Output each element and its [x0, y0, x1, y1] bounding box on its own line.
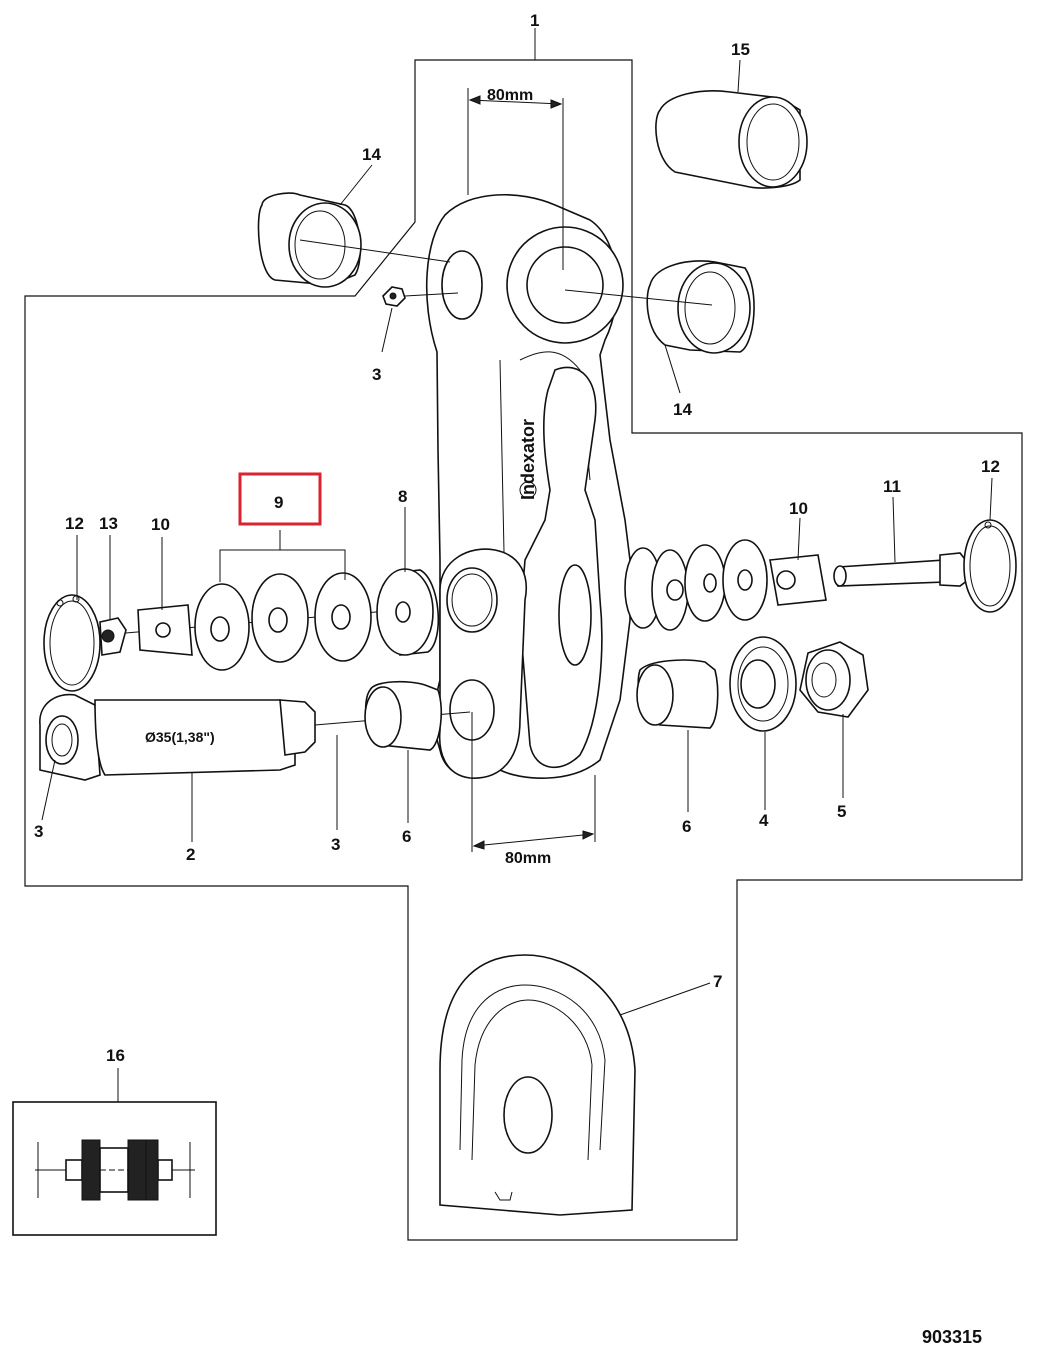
snap-ring-right [963, 519, 1017, 613]
callout-6-right: 6 [682, 817, 691, 836]
lock-plate-right [769, 554, 827, 606]
callout-12-right: 12 [981, 457, 1000, 476]
pin-11 [833, 552, 969, 587]
dimension-top-label: 80mm [487, 87, 533, 104]
callout-labels: 1 15 14 3 14 12 11 10 8 9 12 13 10 3 2 3… [34, 11, 1000, 1065]
assembly-boundary [24, 59, 1023, 1241]
dimension-bottom-label: 80mm [505, 850, 551, 867]
callout-12-left: 12 [65, 514, 84, 533]
callout-10-left: 10 [151, 515, 170, 534]
detail-16 [12, 1101, 217, 1236]
callout-11: 11 [883, 477, 901, 496]
callout-14-right: 14 [673, 400, 692, 419]
callout-4: 4 [759, 811, 769, 830]
leader-lines [41, 28, 993, 1102]
bushing-6-right [636, 659, 719, 729]
snap-ring-left [43, 594, 101, 692]
dimension-top [467, 88, 564, 270]
highlight-box-9 [238, 472, 322, 526]
callout-1: 1 [530, 11, 539, 30]
lock-plate-left [137, 604, 193, 656]
callout-8: 8 [398, 487, 407, 506]
bushing-6-left [364, 680, 443, 751]
washer-stack-right [624, 539, 768, 631]
bushing-15 [655, 90, 808, 189]
bushing-14-left [257, 192, 451, 288]
callout-6-left: 6 [402, 827, 411, 846]
drawing-number: 903315 [922, 1327, 982, 1347]
nut-5 [799, 641, 869, 718]
bracket-7 [439, 954, 636, 1216]
seal-ring-4 [729, 636, 797, 732]
shaft-2: Ø35(1,38") [39, 693, 471, 781]
callout-3-left: 3 [34, 822, 43, 841]
callout-3-mid: 3 [331, 835, 340, 854]
callout-10-right: 10 [789, 499, 808, 518]
callout-2: 2 [186, 845, 195, 864]
callout-14-top: 14 [362, 145, 381, 164]
callout-3-top: 3 [372, 365, 381, 384]
shaft-diameter-label: Ø35(1,38") [145, 729, 215, 745]
brand-text: Indexator [518, 419, 538, 500]
dimension-bottom [471, 712, 596, 852]
grease-nipple-top [382, 286, 459, 307]
callout-15: 15 [731, 40, 750, 59]
callout-7: 7 [713, 972, 722, 991]
washer-stack-9 [194, 572, 372, 671]
callout-9: 9 [274, 493, 283, 512]
callout-16: 16 [106, 1046, 125, 1065]
callout-13: 13 [99, 514, 118, 533]
callout-5: 5 [837, 802, 846, 821]
thick-washer-8 [376, 568, 440, 656]
link-body: Indexator [425, 193, 631, 779]
bushing-14-right [564, 260, 755, 354]
